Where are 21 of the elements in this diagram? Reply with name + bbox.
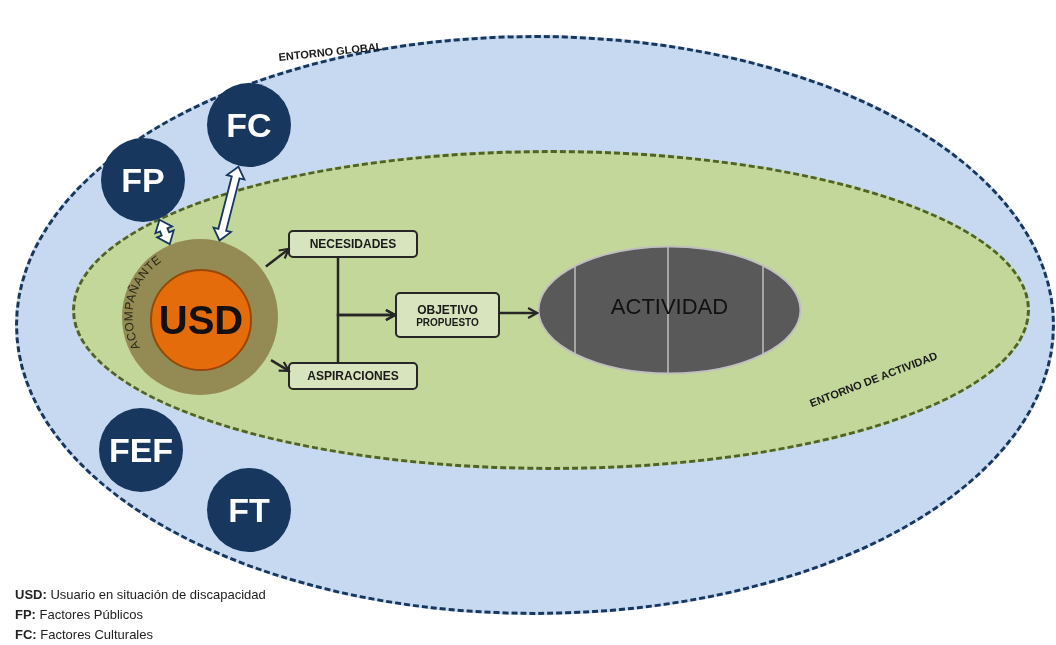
process-box: ASPIRACIONES: [288, 362, 418, 390]
double-arrow: [154, 218, 176, 246]
legend-note: FP: Factores Públicos: [15, 607, 143, 622]
arrow: [336, 308, 397, 362]
factor-circle: FT: [207, 468, 291, 552]
factor-circle: FEF: [99, 408, 183, 492]
activity-ellipse: [537, 245, 802, 375]
box-title: OBJETIVO: [417, 302, 478, 317]
user-circle: USD: [150, 269, 252, 371]
box-subtitle: PROPUESTO: [416, 316, 479, 328]
legend-note: USD: Usuario en situación de discapacidad: [15, 587, 266, 602]
double-arrow: [211, 165, 246, 242]
process-box: NECESIDADES: [288, 230, 418, 258]
arrow: [270, 359, 290, 372]
legend-note: FC: Factores Culturales: [15, 627, 153, 642]
factor-circle: FP: [101, 138, 185, 222]
factor-circle: FC: [207, 83, 291, 167]
ellipse-label: ENTORNO GLOBAL: [278, 40, 383, 63]
process-box: [395, 292, 500, 338]
arrow: [500, 306, 539, 320]
arrow: [265, 247, 290, 268]
